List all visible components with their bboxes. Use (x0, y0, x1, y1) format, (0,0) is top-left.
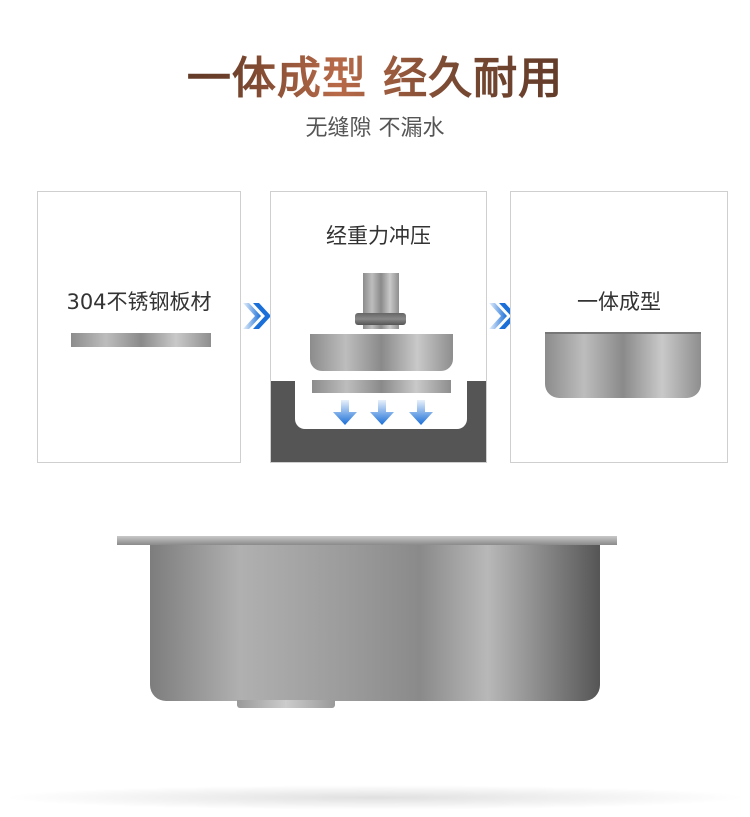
step-label: 一体成型 (577, 290, 661, 314)
sink-rim-image (117, 536, 617, 545)
press-collar-image (355, 313, 406, 325)
steel-sheet-image (71, 333, 211, 347)
step-label: 经重力冲压 (326, 224, 431, 248)
step-label: 304不锈钢板材 (66, 290, 212, 314)
step-panel-material: 304不锈钢板材 (37, 191, 241, 463)
step-panel-pressing: 经重力冲压 (270, 191, 487, 463)
arrow-down-icon (333, 400, 357, 425)
sink-bowl-image (150, 545, 600, 701)
steel-sheet-image (312, 380, 451, 393)
page-subtitle: 无缝隙 不漏水 (305, 116, 445, 141)
page-title: 一体成型 经久耐用 (0, 42, 750, 106)
arrow-down-icon (409, 400, 433, 425)
step-panel-formed: 一体成型 (510, 191, 728, 463)
floor-shadow (0, 785, 750, 810)
formed-bowl-image (545, 332, 701, 398)
arrow-down-icon (370, 400, 394, 425)
sink-drain-image (237, 700, 335, 708)
chevron-right-icon (243, 303, 271, 329)
press-die-image (310, 334, 453, 371)
